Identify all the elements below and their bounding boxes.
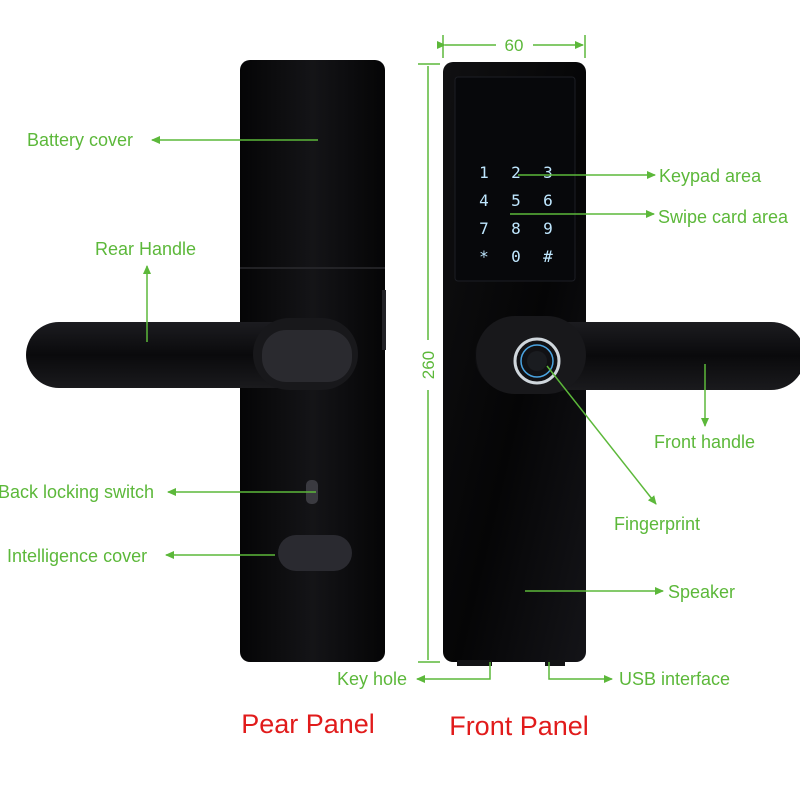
keypad-key[interactable]: # bbox=[543, 247, 553, 266]
usb-port[interactable] bbox=[545, 660, 565, 666]
front-panel: 1 2 3 4 5 6 7 8 9 * 0 # bbox=[443, 62, 800, 666]
keypad-key[interactable]: * bbox=[479, 247, 489, 266]
keypad-area-label: Keypad area bbox=[659, 166, 762, 186]
keypad-key[interactable]: 5 bbox=[511, 191, 521, 210]
keypad-key[interactable]: 8 bbox=[511, 219, 521, 238]
front-panel-title: Front Panel bbox=[449, 711, 589, 741]
fingerprint-sensor-ring bbox=[520, 344, 554, 378]
intelligence-cover bbox=[278, 535, 352, 571]
rear-panel bbox=[26, 60, 386, 662]
key-hole-label: Key hole bbox=[337, 669, 407, 689]
keypad-key[interactable]: 9 bbox=[543, 219, 553, 238]
rear-side-bevel bbox=[382, 290, 386, 350]
front-handle-label: Front handle bbox=[654, 432, 755, 452]
callouts: Battery cover Rear Handle Back locking s… bbox=[0, 130, 789, 689]
keypad-key[interactable]: 7 bbox=[479, 219, 489, 238]
intelligence-cover-label: Intelligence cover bbox=[7, 546, 147, 566]
keypad-key[interactable]: 2 bbox=[511, 163, 521, 182]
rear-panel-title: Pear Panel bbox=[241, 709, 375, 739]
width-dimension: 60 bbox=[437, 35, 586, 58]
height-dimension: 260 bbox=[418, 63, 440, 663]
keypad-key[interactable]: 4 bbox=[479, 191, 489, 210]
keypad-screen bbox=[454, 76, 576, 282]
rear-handle-hub-inner bbox=[262, 330, 352, 382]
key-hole[interactable] bbox=[457, 660, 492, 666]
keypad-key[interactable]: 3 bbox=[543, 163, 553, 182]
width-label: 60 bbox=[505, 36, 524, 55]
keypad-key[interactable]: 6 bbox=[543, 191, 553, 210]
speaker-label: Speaker bbox=[668, 582, 735, 602]
fingerprint-sensor bbox=[527, 351, 547, 371]
keypad-key[interactable]: 0 bbox=[511, 247, 521, 266]
battery-cover-label: Battery cover bbox=[27, 130, 133, 150]
back-locking-switch-label: Back locking switch bbox=[0, 482, 154, 502]
swipe-card-area-label: Swipe card area bbox=[658, 207, 789, 227]
height-label: 260 bbox=[419, 351, 438, 379]
fingerprint-label: Fingerprint bbox=[614, 514, 700, 534]
rear-handle-label: Rear Handle bbox=[95, 239, 196, 259]
keypad-key[interactable]: 1 bbox=[479, 163, 489, 182]
usb-interface-label: USB interface bbox=[619, 669, 730, 689]
